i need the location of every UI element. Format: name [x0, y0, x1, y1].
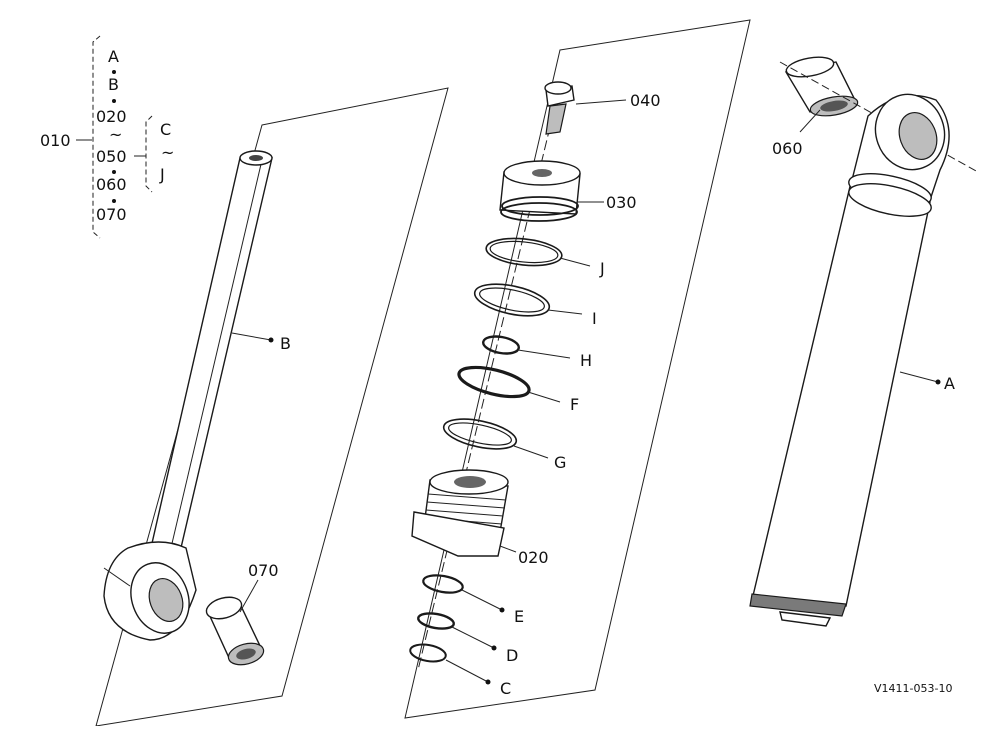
callout-a: A	[944, 374, 955, 393]
ring-d	[417, 612, 455, 630]
bolt-040	[544, 81, 575, 135]
legend-range-mark-2: ~	[161, 143, 174, 162]
callout-060: 060	[772, 139, 803, 158]
legend-sub-range-to: J	[159, 165, 165, 184]
callout-020: 020	[518, 548, 549, 567]
oring-f	[457, 365, 531, 399]
parts-legend: 010 A B 020 ~ 050 060 070 C ~ J	[40, 35, 174, 239]
callout-d: D	[506, 646, 518, 665]
cylinder-head-020	[411, 469, 509, 557]
callout-070: 070	[248, 561, 279, 580]
ring-j	[485, 237, 563, 267]
callout-i: I	[592, 309, 597, 328]
piston-030	[499, 160, 581, 222]
callout-040: 040	[630, 91, 661, 110]
ring-g	[442, 418, 518, 450]
legend-item-060: 060	[96, 175, 127, 194]
cylinder-tube-a	[749, 61, 979, 627]
oring-h	[482, 335, 520, 355]
ring-c	[409, 643, 447, 663]
piston-rod-b	[103, 150, 273, 641]
frame-panel-left	[95, 87, 449, 727]
legend-item-070: 070	[96, 205, 127, 224]
frame-panel-middle	[404, 19, 751, 719]
bushing-070	[205, 596, 265, 666]
reference-code: V1411-053-10	[874, 682, 952, 695]
legend-item-020: 020	[96, 107, 127, 126]
callout-g: G	[554, 453, 566, 472]
callout-h: H	[580, 351, 592, 370]
callout-b: B	[280, 334, 291, 353]
bushing-060	[784, 56, 859, 117]
callout-f: F	[570, 395, 579, 414]
legend-item-050: 050	[96, 147, 127, 166]
callout-c: C	[500, 679, 511, 698]
legend-group-label: 010	[40, 131, 71, 150]
legend-sub-range-from: C	[160, 120, 171, 139]
callout-j: J	[599, 259, 605, 278]
ring-e	[422, 574, 464, 594]
legend-item-a: A	[108, 47, 119, 66]
ring-i	[473, 283, 551, 317]
callout-030: 030	[606, 193, 637, 212]
legend-range-mark-1: ~	[109, 125, 122, 144]
legend-item-b: B	[108, 75, 119, 94]
callout-e: E	[514, 607, 524, 626]
